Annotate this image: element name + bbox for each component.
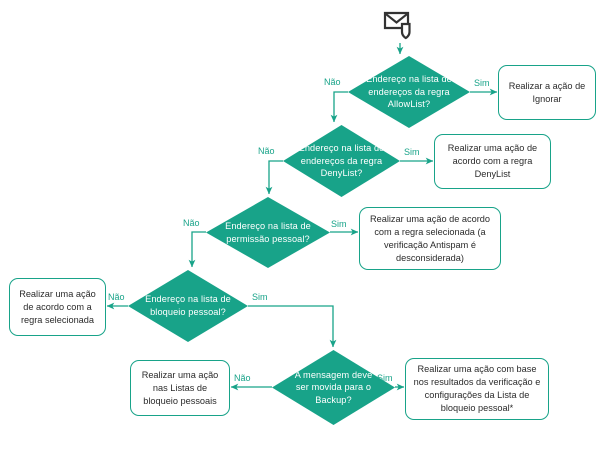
edge-bloqueio-yes — [248, 305, 337, 348]
action-verificacao-backup[interactable]: Realizar uma ação com base nos resultado… — [405, 358, 549, 420]
edge-label-denylist-no: Não — [258, 146, 275, 156]
decision-bloqueio-pessoal-label: Endereço na lista de bloqueio pessoal? — [145, 294, 231, 317]
action-listas-bloqueio-label: Realizar uma ação nas Listas de bloqueio… — [141, 369, 219, 406]
action-regra-selecionada-antispam-label: Realizar uma ação de acordo com a regra … — [369, 213, 490, 263]
decision-backup-label: A mensagem deve ser movida para o Backup… — [294, 369, 373, 405]
edge-label-allowlist-yes: Sim — [474, 78, 490, 88]
action-denylist-acao-label: Realizar uma ação de acordo com a regra … — [447, 143, 538, 179]
mail-shield-icon — [382, 8, 418, 42]
decision-backup[interactable]: A mensagem deve ser movida para o Backup… — [272, 350, 395, 425]
decision-permissao-pessoal[interactable]: Endereço na lista de permissão pessoal? — [206, 197, 330, 268]
decision-denylist[interactable]: Endereço na lista de endereços da regra … — [283, 125, 400, 197]
action-ignorar-label: Realizar a ação de Ignorar — [508, 80, 586, 104]
edge-label-backup-no: Não — [234, 373, 251, 383]
decision-denylist-label: Endereço na lista de endereços da regra … — [298, 143, 385, 179]
action-regra-selecionada[interactable]: Realizar uma ação de acordo com a regra … — [9, 278, 106, 336]
edge-label-bloqueio-no: Não — [108, 292, 125, 302]
edge-permissao-no — [188, 231, 206, 268]
decision-bloqueio-pessoal[interactable]: Endereço na lista de bloqueio pessoal? — [128, 270, 248, 342]
decision-allowlist-label: Endereço na lista de endereços da regra … — [366, 74, 452, 110]
edge-label-allowlist-no: Não — [324, 77, 341, 87]
decision-allowlist[interactable]: Endereço na lista de endereços da regra … — [348, 56, 470, 128]
edge-label-bloqueio-yes: Sim — [252, 292, 268, 302]
decision-permissao-pessoal-label: Endereço na lista de permissão pessoal? — [225, 220, 311, 244]
edge-label-denylist-yes: Sim — [404, 147, 420, 157]
edge-label-permissao-no: Não — [183, 218, 200, 228]
action-denylist-acao[interactable]: Realizar uma ação de acordo com a regra … — [434, 134, 551, 189]
edge-allowlist-no — [330, 91, 348, 123]
action-ignorar[interactable]: Realizar a ação de Ignorar — [498, 65, 596, 120]
action-verificacao-backup-label: Realizar uma ação com base nos resultado… — [413, 364, 541, 413]
action-regra-selecionada-antispam[interactable]: Realizar uma ação de acordo com a regra … — [359, 207, 501, 270]
edge-label-permissao-yes: Sim — [331, 219, 347, 229]
action-listas-bloqueio[interactable]: Realizar uma ação nas Listas de bloqueio… — [130, 360, 230, 416]
edge-label-backup-yes: Sim — [377, 373, 393, 383]
action-regra-selecionada-label: Realizar uma ação de acordo com a regra … — [19, 288, 96, 325]
edge-denylist-no — [265, 160, 283, 195]
